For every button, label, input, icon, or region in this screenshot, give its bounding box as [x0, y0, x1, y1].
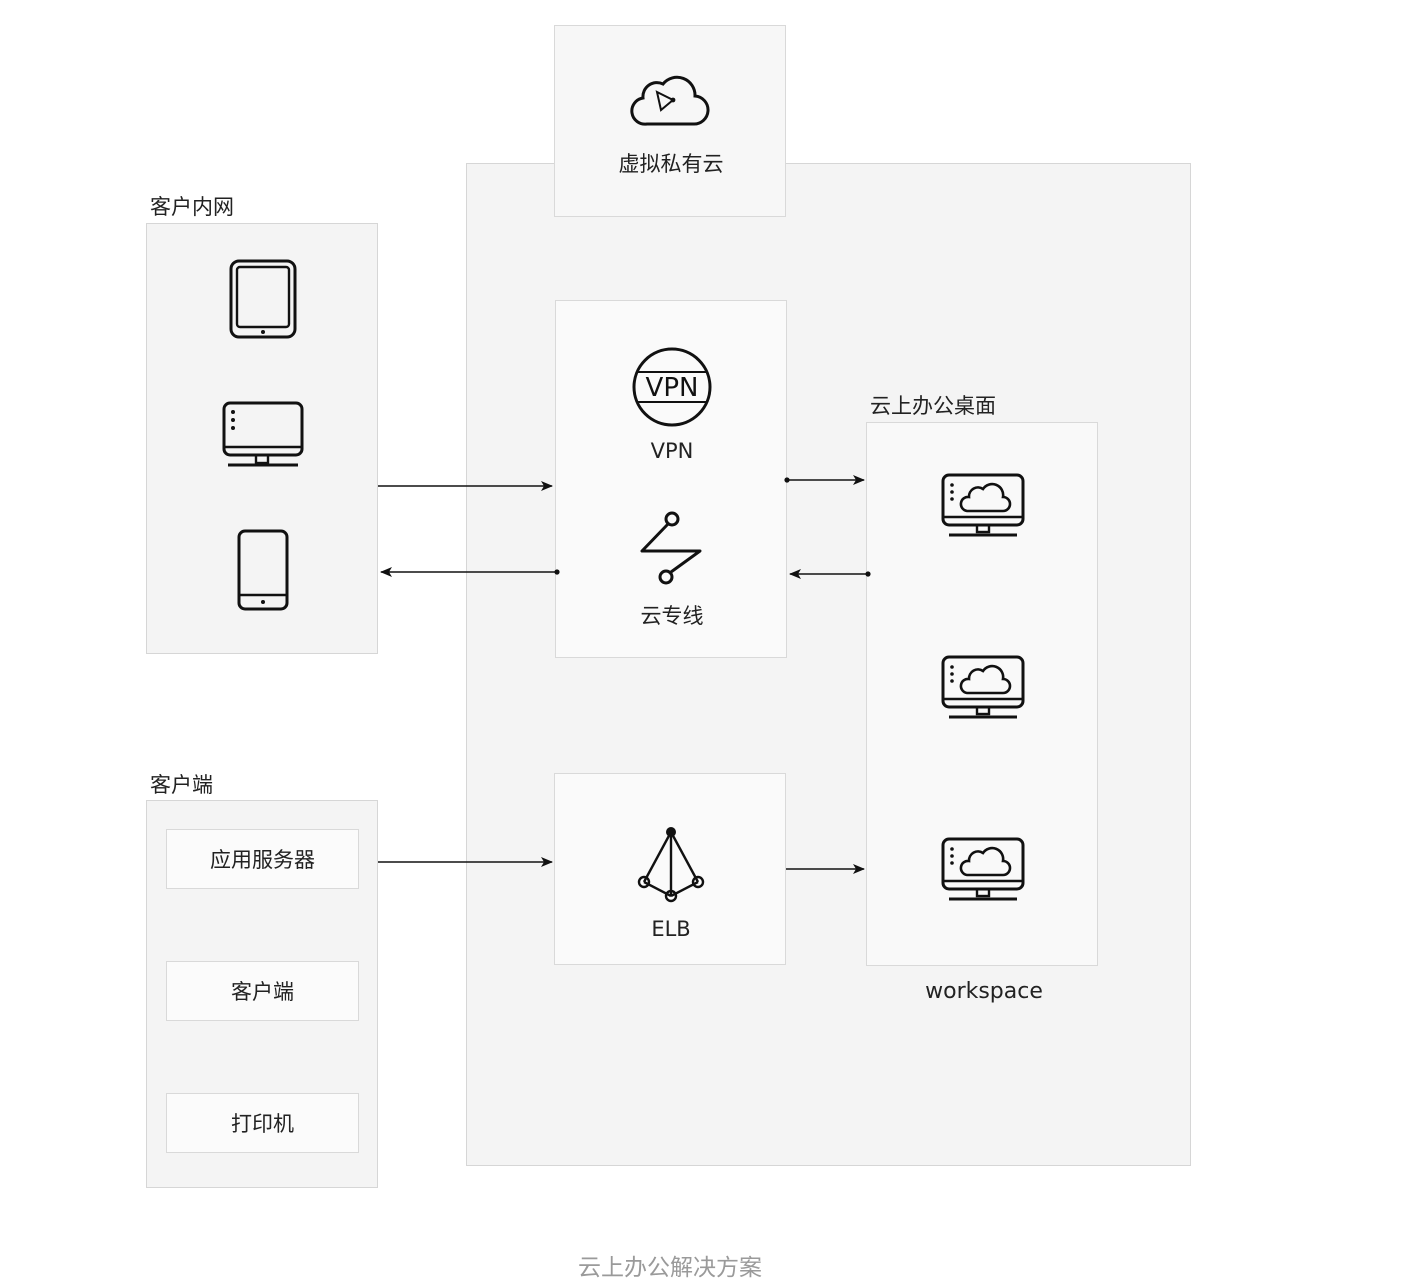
vpn-icon-text: VPN: [646, 373, 699, 403]
elb-card: ELB: [554, 773, 786, 965]
client-group-label: 客户端: [150, 773, 213, 797]
intranet-label: 客户内网: [150, 195, 234, 219]
phone-icon: [237, 529, 289, 611]
printer-node: 打印机: [166, 1093, 359, 1153]
app-server-node: 应用服务器: [166, 829, 359, 889]
vpc-label: 虚拟私有云: [618, 152, 724, 176]
intranet-group: [146, 223, 378, 654]
client-group: 应用服务器 客户端 打印机: [146, 800, 378, 1188]
cloud-desktop-icon: [941, 837, 1025, 901]
tablet-icon: [229, 259, 297, 339]
arrow-vpn-to-intranet: [380, 567, 560, 577]
workspace-caption: workspace: [925, 979, 1043, 1004]
vpn-icon: VPN: [632, 347, 712, 427]
elb-label: ELB: [651, 917, 691, 941]
arrow-vpn-to-desktop: [784, 475, 865, 485]
cloud-desktop-icon: [941, 655, 1025, 719]
vpc-header-card: 虚拟私有云: [554, 25, 786, 217]
figure-caption: 云上办公解决方案: [578, 1255, 762, 1281]
monitor-icon: [222, 401, 304, 467]
direct-connect-icon: [640, 511, 702, 585]
client-node: 客户端: [166, 961, 359, 1021]
vpn-label: VPN: [650, 439, 694, 463]
vpn-card: VPN VPN 云专线: [555, 300, 787, 658]
cloud-icon: [630, 75, 710, 126]
elb-icon: [637, 827, 705, 903]
cloud-desktop-icon: [941, 473, 1025, 537]
desktop-group-label: 云上办公桌面: [870, 394, 996, 418]
arrow-desktop-to-vpn: [789, 569, 871, 579]
direct-connect-label: 云专线: [640, 604, 704, 628]
desktop-group: [866, 422, 1098, 966]
